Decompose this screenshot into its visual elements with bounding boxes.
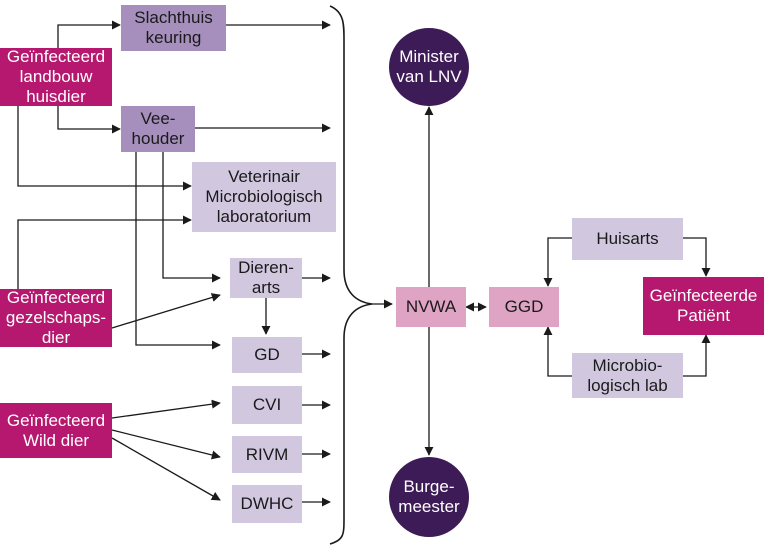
arrow-landbouw-to-vml (17, 106, 192, 191)
source-gezelschapsdier: Geïnfecteerd gezelschaps- dier (0, 288, 112, 347)
human-geinfecteerde-patient: Geïnfecteerde Patiënt (643, 277, 764, 335)
arrow-veehouder-to-gd (135, 152, 221, 350)
arrow-huisarts-to-patient (683, 237, 711, 277)
actor-cvi: CVI (232, 386, 302, 424)
arrow-wild-to-cvi (111, 399, 221, 419)
human-microbiologisch-lab: Microbio- logisch lab (572, 353, 683, 398)
center-ggd: GGD (489, 287, 559, 327)
arrow-wild-to-dwhc (111, 437, 221, 501)
actor-veterinair-lab: Veterinair Microbiologisch laboratorium (192, 162, 336, 232)
arrow-gezelschap-to-vml (17, 215, 192, 290)
actor-gd: GD (232, 337, 302, 373)
brace (329, 5, 373, 545)
authority-minister: Minister van LNV (389, 28, 469, 106)
center-nvwa: NVWA (396, 287, 466, 327)
arrow-landbouw-to-veehouder (57, 106, 121, 134)
actor-veehouder: Vee- houder (121, 106, 195, 152)
arrow-landbouw-to-slachthuis (57, 20, 121, 50)
arrow-gezelschap-to-dierenarts (111, 293, 221, 329)
arrow-wild-to-rivm (111, 429, 221, 460)
actor-dierenarts: Dieren- arts (230, 258, 302, 298)
source-landbouw-huisdier: Geïnfecteerd landbouw huisdier (0, 47, 112, 106)
actor-slachthuis-keuring: Slachthuis keuring (121, 5, 226, 51)
actor-rivm: RIVM (232, 436, 302, 473)
authority-burgemeester: Burge- meester (389, 457, 469, 537)
arrow-microlab-to-ggd (543, 326, 572, 377)
arrow-microlab-to-patient (683, 334, 711, 377)
arrow-huisarts-to-ggd (543, 237, 572, 287)
human-huisarts: Huisarts (572, 218, 683, 260)
arrow-veehouder-to-dierenarts (162, 152, 221, 283)
source-wild-dier: Geïnfecteerd Wild dier (0, 403, 112, 458)
actor-dwhc: DWHC (232, 485, 302, 523)
